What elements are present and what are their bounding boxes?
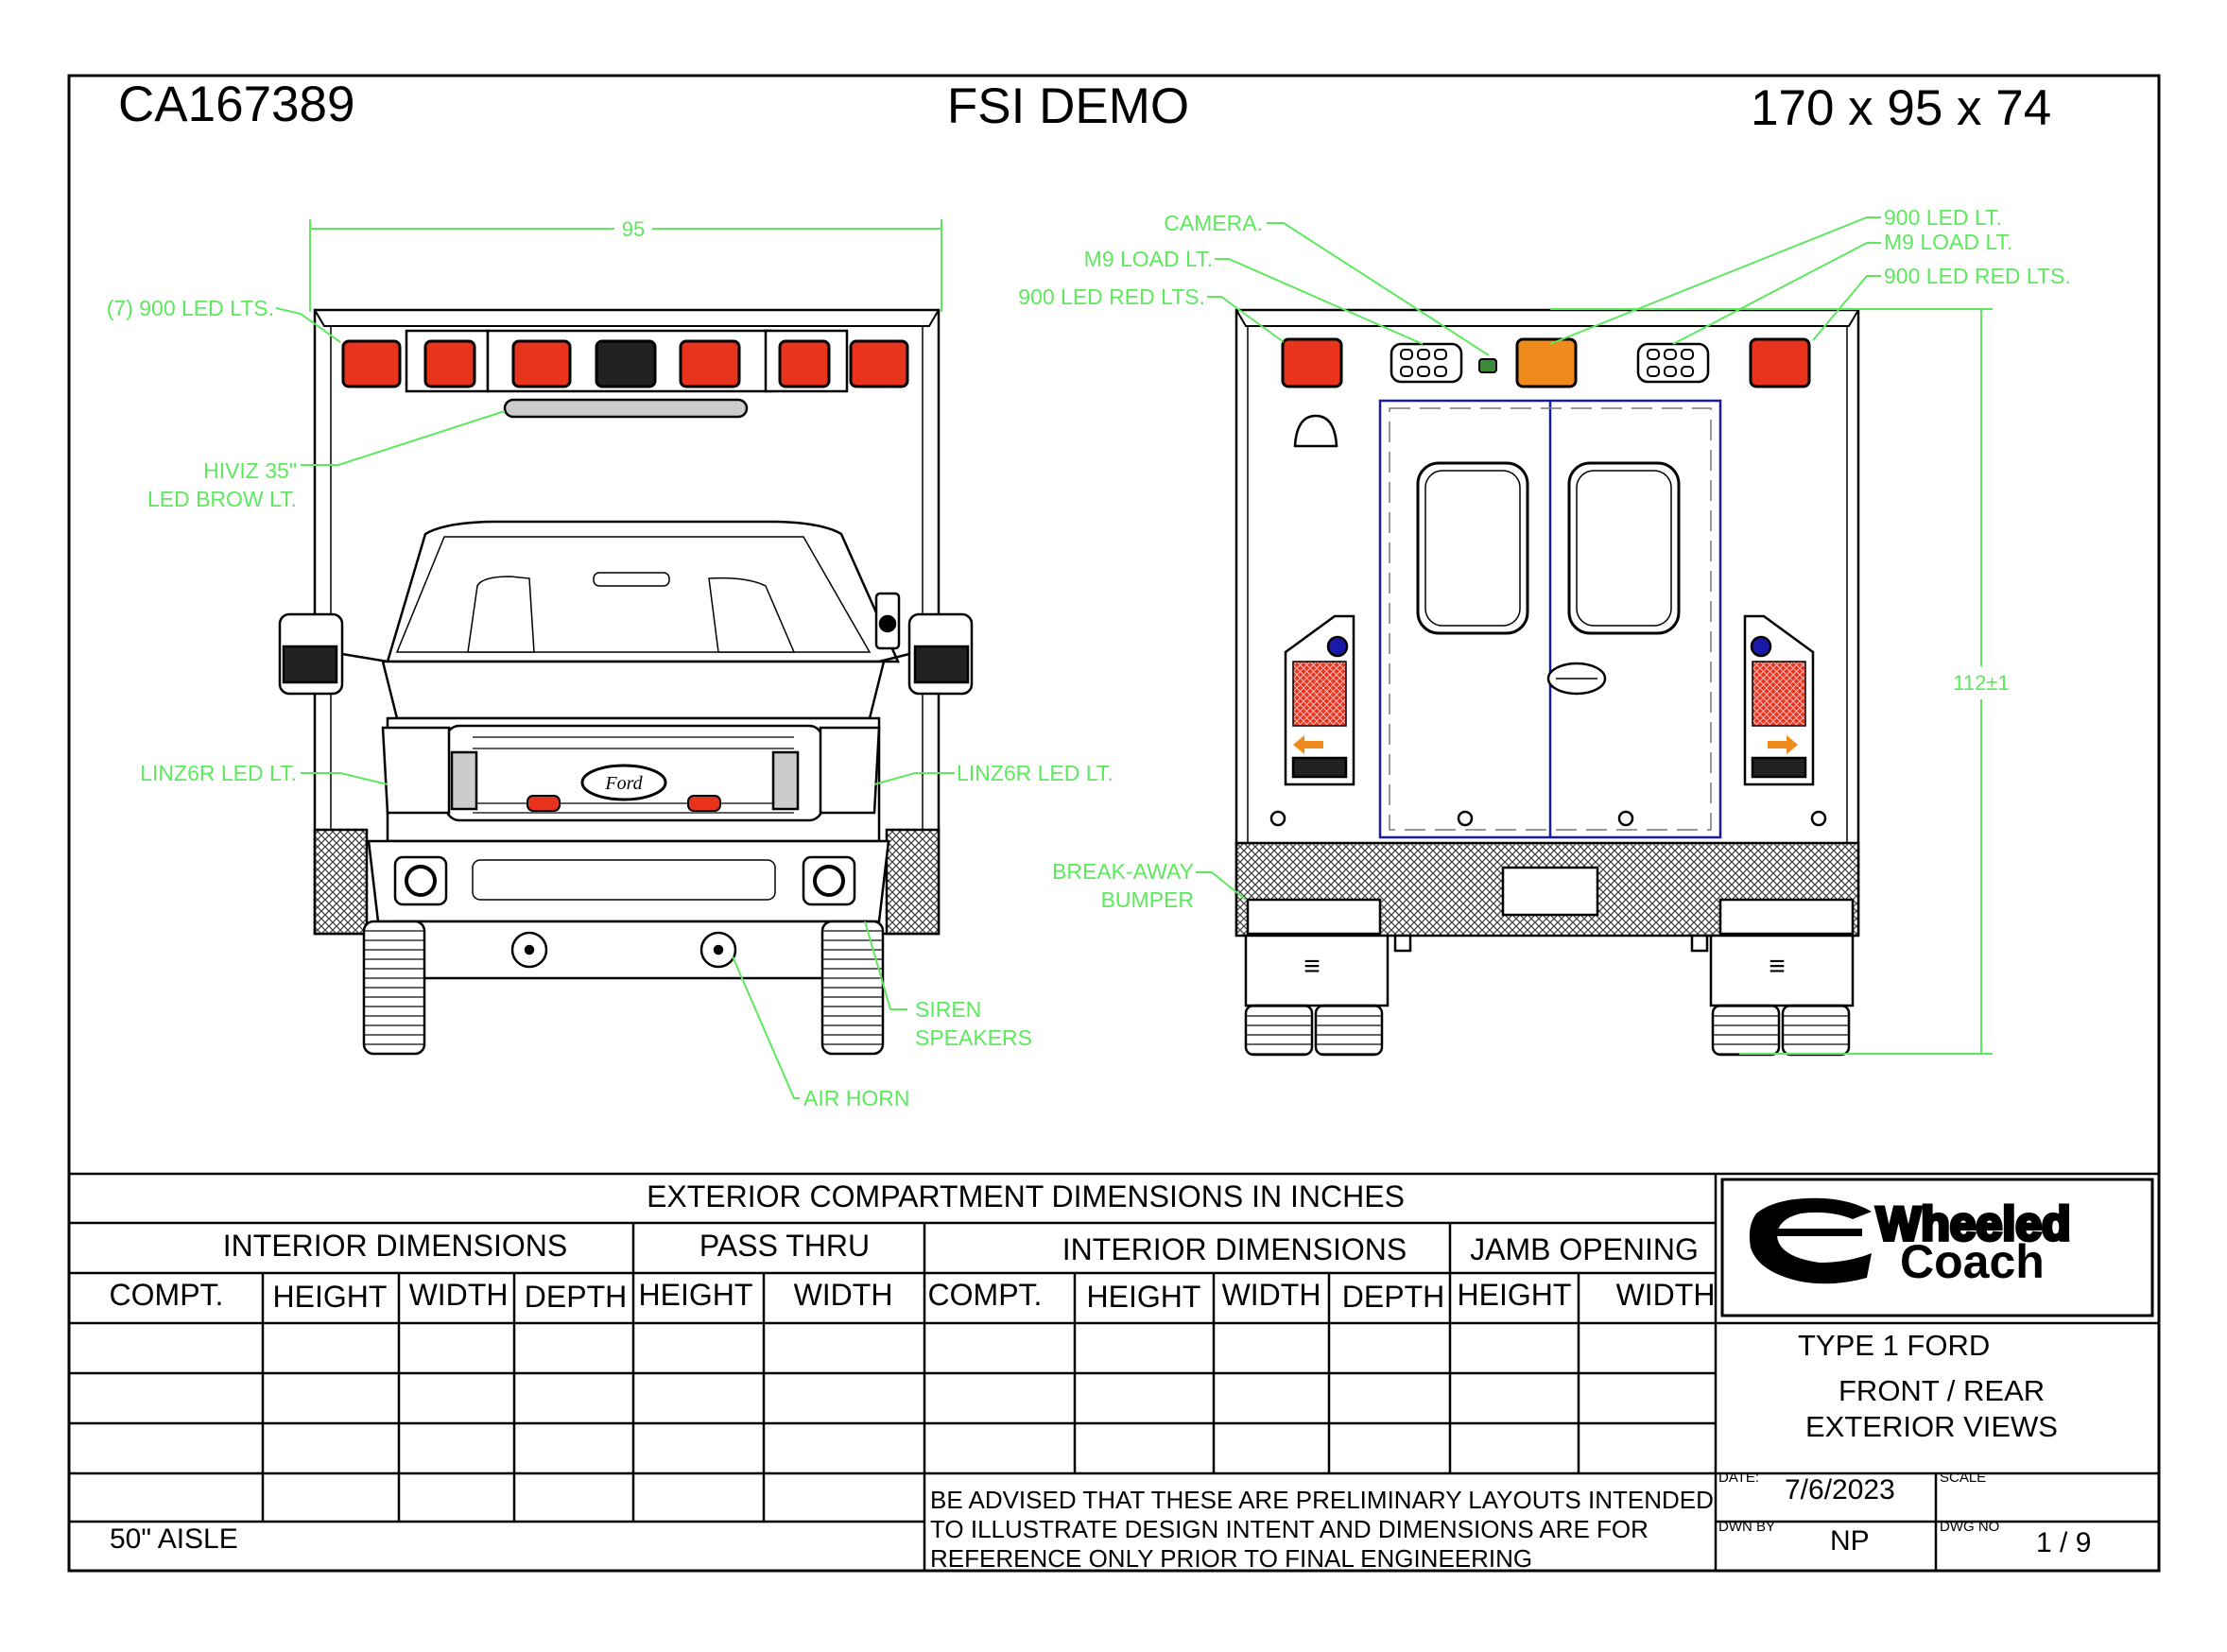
right-col-jamb-width: WIDTH	[1615, 1278, 1716, 1312]
red-left-callout: 900 LED RED LTS.	[1018, 284, 1205, 309]
right-col-width: WIDTH	[1221, 1278, 1321, 1312]
right-col-depth: DEPTH	[1341, 1280, 1445, 1314]
left-passthru-header: PASS THRU	[699, 1229, 871, 1263]
left-col-compt: COMPT.	[109, 1278, 224, 1312]
sheet-border	[67, 74, 2161, 1573]
bumper-callout-line2: BUMPER	[1101, 887, 1194, 912]
dwg-no-label: DWG NO	[1940, 1519, 2000, 1535]
camera-callout: CAMERA.	[1164, 211, 1263, 235]
linz-left-callout: LINZ6R LED LT.	[140, 761, 297, 785]
rear-doors	[1378, 399, 1722, 839]
drawing-title: FSI DEMO	[946, 78, 1190, 134]
right-jamb-header: JAMB OPENING	[1470, 1232, 1699, 1266]
left-col-passthru-width: WIDTH	[793, 1278, 893, 1312]
right-interior-header: INTERIOR DIMENSIONS	[1062, 1232, 1407, 1266]
linz-right-callout: LINZ6R LED LT.	[957, 761, 1114, 785]
rear-tail-lights	[1284, 614, 1815, 786]
m9-right-callout: M9 LOAD LT.	[1884, 230, 2012, 254]
front-linz-light-left	[527, 795, 561, 812]
rear-height-dimension	[1550, 308, 1993, 1055]
drawn-by-value: NP	[1830, 1525, 1870, 1557]
title-block-line2: FRONT / REAR	[1839, 1374, 2046, 1407]
air-horn-callout: AIR HORN	[803, 1086, 909, 1110]
front-width-value: 95	[622, 217, 645, 241]
front-linz-light-right	[687, 795, 721, 812]
title-block-line3: EXTERIOR VIEWS	[1805, 1410, 2058, 1443]
front-view: Ford	[278, 308, 974, 1056]
drawn-by-label: DWN BY	[1718, 1519, 1775, 1535]
svg-text:Ford: Ford	[604, 773, 643, 794]
job-number: CA167389	[118, 77, 355, 132]
brow-callout-line1: HIVIZ 35"	[203, 458, 297, 483]
aisle-label: 50" AISLE	[110, 1523, 238, 1555]
left-col-passthru-height: HEIGHT	[638, 1278, 753, 1312]
left-col-width: WIDTH	[408, 1278, 509, 1312]
left-col-depth: DEPTH	[524, 1280, 628, 1314]
callout-texts: 95 112±1 (7) 900 LED LTS. HIVIZ 35" LED …	[107, 205, 2071, 1110]
red-right-callout: 900 LED RED LTS.	[1884, 264, 2071, 288]
note-line-2: TO ILLUSTRATE DESIGN INTENT AND DIMENSIO…	[930, 1515, 1649, 1543]
rear-top-lights	[1281, 337, 1811, 388]
date-value: 7/6/2023	[1785, 1474, 1895, 1506]
overall-dimensions: 170 x 95 x 74	[1751, 80, 2052, 136]
left-interior-header: INTERIOR DIMENSIONS	[222, 1229, 568, 1263]
table-title: EXTERIOR COMPARTMENT DIMENSIONS IN INCHE…	[647, 1179, 1405, 1213]
note-line-1: BE ADVISED THAT THESE ARE PRELIMINARY LA…	[930, 1486, 1714, 1514]
wheeled-coach-logo: Wheeled Wheeled Coach	[1749, 1196, 2073, 1288]
right-col-jamb-height: HEIGHT	[1457, 1278, 1572, 1312]
logo-line1-fill: Wheeled	[1876, 1197, 2071, 1250]
date-label: DATE:	[1718, 1470, 1760, 1486]
bumper-callout-line1: BREAK-AWAY	[1052, 859, 1194, 884]
siren-callout-line1: SIREN	[915, 997, 981, 1022]
logo-line2: Coach	[1900, 1235, 2045, 1288]
front-led-callout: (7) 900 LED LTS.	[107, 296, 274, 320]
note-line-3: REFERENCE ONLY PRIOR TO FINAL ENGINEERIN…	[930, 1544, 1533, 1569]
scale-label: SCALE	[1940, 1470, 1987, 1486]
rear-height-value: 112±1	[1953, 671, 2009, 695]
right-col-height: HEIGHT	[1086, 1280, 1201, 1314]
rear-view: ≡ ≡	[1234, 308, 1860, 1057]
front-width-dimension	[309, 219, 942, 312]
front-led-lights	[341, 339, 909, 388]
brow-light	[503, 398, 749, 419]
title-block-line1: TYPE 1 FORD	[1798, 1329, 1991, 1362]
dwg-no-value: 1 / 9	[2036, 1527, 2092, 1558]
callout-leaders	[275, 216, 1881, 1099]
truck-cab: Ford	[278, 520, 974, 1056]
right-col-compt: COMPT.	[927, 1278, 1043, 1312]
svg-text:≡: ≡	[1303, 951, 1321, 982]
siren-callout-line2: SPEAKERS	[915, 1025, 1032, 1050]
brow-callout-line2: LED BROW LT.	[147, 487, 297, 511]
table-grid	[69, 1172, 2159, 1571]
left-col-height: HEIGHT	[272, 1280, 388, 1314]
m9-left-callout: M9 LOAD LT.	[1084, 247, 1213, 271]
led-900-callout: 900 LED LT.	[1884, 205, 2002, 230]
svg-text:≡: ≡	[1769, 951, 1786, 982]
logo-line1: Wheeled	[1876, 1197, 2071, 1250]
